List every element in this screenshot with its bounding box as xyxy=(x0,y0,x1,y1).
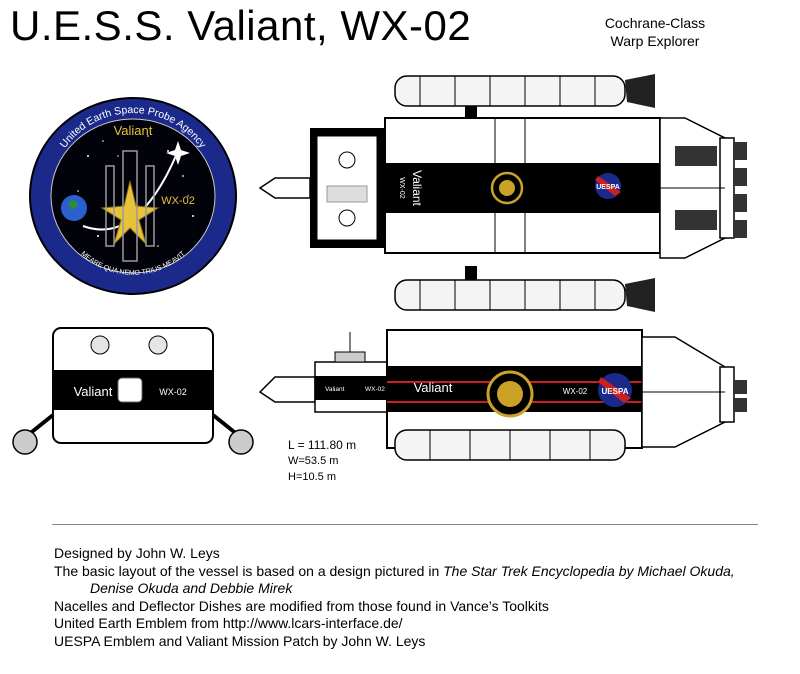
front-registry: WX-02 xyxy=(159,387,187,397)
patch-ship-outline xyxy=(105,150,155,262)
dimension-height: H=10.5 m xyxy=(288,471,336,483)
front-dish-left xyxy=(90,335,110,355)
front-window-emblem xyxy=(117,377,143,403)
dimensions-block: L = 111.80 m W=53.5 m H=10.5 m xyxy=(288,437,356,485)
credit-designer: Designed by John W. Leys xyxy=(54,545,220,561)
side-deflector-dish xyxy=(258,376,316,403)
front-nacelle-left xyxy=(12,429,38,455)
dimension-width: W=53.5 m xyxy=(288,455,339,467)
front-view-diagram: Valiant WX-02 xyxy=(12,327,254,455)
page-title: U.E.S.S. Valiant, WX-02 xyxy=(10,2,472,49)
credit-layout-authors: Denise Okuda and Debbie Mirek xyxy=(90,580,293,596)
top-nacelle-upper xyxy=(394,74,655,108)
mission-patch: Valiant WX-02 United Earth Space Probe A… xyxy=(29,97,237,295)
side-name: Valiant xyxy=(414,380,453,395)
subtitle-line-2: Warp Explorer xyxy=(610,33,700,49)
front-name: Valiant xyxy=(74,384,113,399)
side-name-small: Valiant xyxy=(325,386,345,393)
side-uespa-text: UESPA xyxy=(602,387,629,396)
patch-ship-name: Valiant xyxy=(114,123,153,138)
patch-gold-star xyxy=(100,180,160,245)
side-engine-section xyxy=(641,336,747,448)
side-registry: WX-02 xyxy=(563,387,588,396)
credits-block: Designed by John W. Leys The basic layou… xyxy=(54,545,735,650)
credit-united-earth-emblem: United Earth Emblem from http://www.lcar… xyxy=(54,615,403,631)
subtitle-line-1: Cochrane-Class xyxy=(604,15,706,31)
top-deflector-dish xyxy=(258,177,311,199)
ship-class-subtitle: Cochrane-Class Warp Explorer xyxy=(560,14,750,50)
front-dish-right xyxy=(148,335,168,355)
side-registry-small: WX-02 xyxy=(365,386,385,393)
top-uespa-text: UESPA xyxy=(596,184,620,191)
top-hull-name: Valiant xyxy=(410,170,424,206)
credit-layout-source: The basic layout of the vessel is based … xyxy=(54,562,735,579)
patch-registry: WX-02 xyxy=(161,195,195,207)
top-view-diagram: Valiant WX-02 UESPA xyxy=(258,74,747,312)
top-nacelle-lower xyxy=(394,278,655,312)
side-nacelle-lower xyxy=(394,429,626,461)
top-hull-registry: WX-02 xyxy=(398,177,405,199)
top-engine-section xyxy=(659,117,747,259)
dimension-length: L = 111.80 m xyxy=(288,438,357,452)
divider xyxy=(52,524,758,525)
credit-nacelles: Nacelles and Deflector Dishes are modifi… xyxy=(54,597,549,614)
front-nacelle-right xyxy=(228,429,254,455)
side-view-diagram: Valiant WX-02 Valiant WX-02 UESPA xyxy=(258,329,747,461)
credit-uespa-emblem: UESPA Emblem and Valiant Mission Patch b… xyxy=(54,632,426,649)
